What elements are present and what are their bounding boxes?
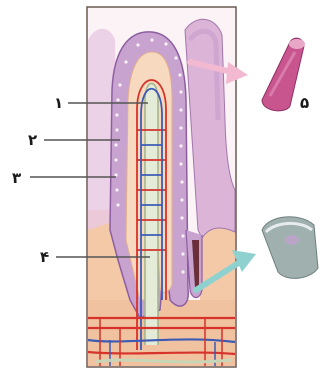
- label-1: ۱: [54, 94, 63, 112]
- epithelial-cell-illustration: [262, 217, 318, 279]
- absorptive-cell-illustration: [262, 38, 305, 111]
- lacteal: [145, 84, 158, 346]
- label-5: ۵: [300, 94, 309, 112]
- label-4: ۴: [40, 248, 49, 266]
- label-3: ۳: [12, 169, 21, 187]
- label-2: ۲: [28, 131, 37, 149]
